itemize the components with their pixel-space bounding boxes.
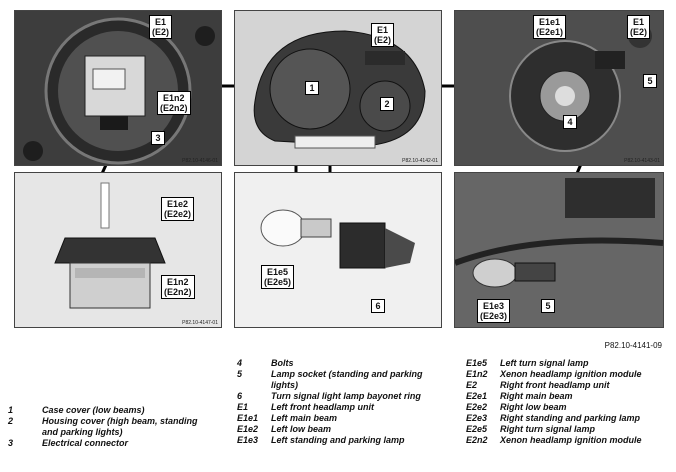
main-beam-illustration [455,11,663,165]
label-e1e1: E1e1(E2e1) [533,15,567,39]
photo-panel-ignition-module: E1(E2) E1n2(E2n2) 3 P82.10-4146-01 [14,10,222,166]
badge-5: 5 [541,299,555,313]
badge-3: 3 [151,131,165,145]
label-e1: E1(E2) [149,15,173,39]
badge-6: 6 [371,299,385,313]
label-e1n2: E1n2(E2n2) [157,91,191,115]
badge-4: 4 [563,115,577,129]
headlamp-rear-illustration [15,11,221,165]
photo-id: P82.10-4142-01 [402,158,438,164]
badge-1: 1 [305,81,319,95]
label-e1: E1(E2) [627,15,651,39]
photo-id: P82.10-4146-01 [182,158,218,164]
label-e1e5: E1e5(E2e5) [261,265,295,289]
photo-panel-main-beam: E1e1(E2e1) E1(E2) 5 4 P82.10-4143-01 [454,10,664,166]
label-e1n2: E1n2(E2n2) [161,275,195,299]
photo-panel-xenon-bulb: E1e2(E2e2) E1n2(E2n2) P82.10-4147-01 [14,172,222,328]
turn-signal-illustration [235,173,441,327]
photo-id: P82.10-4147-01 [182,320,218,326]
photo-id: P82.10-4143-01 [624,158,660,164]
label-e1e2: E1e2(E2e2) [161,197,195,221]
headlamp-unit-illustration [235,11,441,165]
figure-reference: P82.10-4141-09 [604,341,662,350]
badge-2: 2 [380,97,394,111]
badge-5: 5 [643,74,657,88]
photo-panel-headlamp-unit: E1(E2) 1 2 P82.10-4142-01 [234,10,442,166]
label-e1e3: E1e3(E2e3) [477,299,511,323]
photo-panel-standing-lamp: E1e3(E2e3) 5 [454,172,664,328]
photo-panel-turn-signal: E1e5(E2e5) 6 [234,172,442,328]
label-e1: E1(E2) [371,23,395,47]
